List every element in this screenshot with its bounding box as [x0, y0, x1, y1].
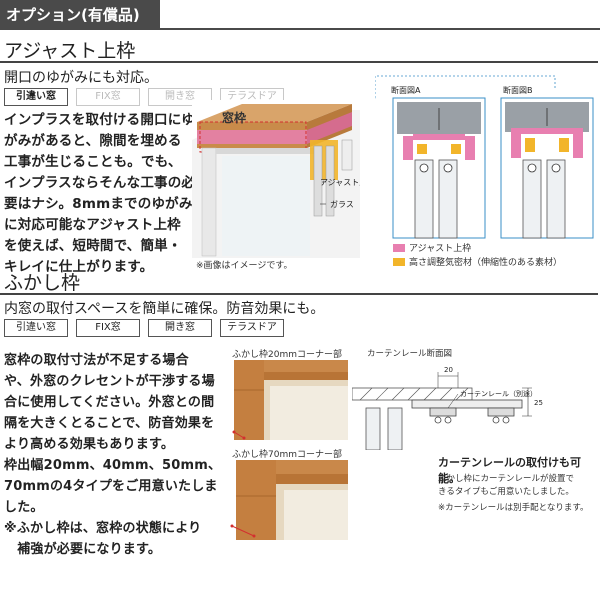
- options-header-title: オプション(有償品): [0, 0, 160, 30]
- adjust-body-line: に対応可能なアジャスト上枠: [4, 217, 181, 233]
- fukashi-window-type-tags: 引違い窓 FIX窓 開き窓 テラスドア: [4, 319, 284, 337]
- corner-70-caption: ふかし枠70mmコーナー部: [232, 450, 342, 460]
- legend-swatch-yellow: [393, 257, 405, 266]
- fukashi-section-rule: [0, 293, 598, 295]
- legend-adjust: アジャスト上枠: [393, 241, 471, 254]
- adjust-body-line: がみがあると、隙間を埋める: [4, 133, 182, 149]
- corner-20-caption: ふかし枠20mmコーナー部: [232, 350, 342, 360]
- adjust-frame-illustration: 窓枠 アジャスト上枠 ガラス: [192, 100, 360, 258]
- fukashi-tag-casement: 開き窓: [148, 319, 212, 337]
- fukashi-body-line: 枠出幅20mm、40mm、50mm、: [4, 458, 222, 473]
- corner-70-photo: [230, 460, 348, 540]
- adjust-tag-fix: FIX窓: [76, 88, 140, 106]
- curtain-rail-label: カーテンレール（別途）: [460, 389, 537, 398]
- fukashi-body-line: ※ふかし枠は、窓枠の状態により: [4, 521, 202, 536]
- fukashi-body-line: 窓枠の取付寸法が不足する場合: [4, 353, 189, 368]
- section-a-label: 断面図A: [391, 85, 421, 95]
- adjust-section-rule: [0, 61, 598, 63]
- fukashi-body-line: 補強が必要になります。: [4, 542, 162, 557]
- fukashi-body-line: 70mmの4タイプをご用意いたしま: [4, 479, 218, 494]
- dim-width: 20: [444, 366, 453, 374]
- header-divider: [0, 28, 600, 30]
- adjust-body-line: を使えば、短時間で、簡単・: [4, 238, 182, 254]
- curtain-rail-heading: カーテンレールの取付けも可能。: [438, 456, 581, 485]
- fukashi-body-line: や、外窓のクレセントが干渉する場: [4, 374, 215, 389]
- adjust-body-line: 工事が生じることも。でも、: [4, 154, 182, 170]
- legend-label: アジャスト上枠: [409, 244, 472, 254]
- options-header: オプション(有償品): [0, 0, 600, 30]
- adjust-section-title: アジャスト上枠: [4, 40, 136, 62]
- adjust-body-line: 要はナシ。8mmまでのゆがみ: [4, 196, 193, 212]
- fukashi-tag-terrace-door: テラスドア: [220, 319, 284, 337]
- fukashi-body-text: 窓枠の取付寸法が不足する場合 や、外窓のクレセントが干渉する場 合に使用してくだ…: [4, 350, 226, 560]
- corner-20-photo: [230, 360, 348, 440]
- curtain-rail-note: ※カーテンレールは別手配となります。: [438, 503, 589, 513]
- curtain-rail-title: カーテンレール断面図: [367, 349, 453, 359]
- fukashi-tag-sliding: 引違い窓: [4, 319, 68, 337]
- adjust-frame-label: アジャスト上枠: [320, 177, 360, 187]
- dim-height: 25: [534, 399, 543, 407]
- cross-section-diagrams: 断面図A 断面図B: [375, 75, 594, 239]
- section-b-diagram: [500, 97, 594, 239]
- legend-seal: 高さ調整気密材（伸縮性のある素材）: [393, 255, 562, 268]
- section-a-diagram: [392, 97, 486, 239]
- image-note: ※画像はイメージです。: [196, 261, 293, 271]
- legend-swatch-pink: [393, 243, 405, 252]
- adjust-tag-sliding: 引違い窓: [4, 88, 68, 106]
- adjust-body-line: キレイに仕上がります。: [4, 259, 154, 275]
- frame-label: 窓枠: [222, 110, 246, 125]
- adjust-body-line: インプラスを取付ける開口にゆ: [4, 112, 196, 128]
- curtain-rail-diagram: 20 25 カーテンレール（別途）: [352, 366, 543, 450]
- fukashi-body-line: 隔を大きくとることで、防音効果を: [4, 416, 215, 431]
- adjust-body-text: インプラスを取付ける開口にゆ がみがあると、隙間を埋める 工事が生じることも。で…: [4, 110, 200, 278]
- curtain-rail-desc-1: ふかし枠にカーテンレールが設置で: [438, 474, 575, 484]
- section-b-label: 断面図B: [503, 85, 533, 95]
- fukashi-section-title: ふかし枠: [4, 272, 81, 294]
- fukashi-body-line: した。: [4, 500, 44, 515]
- adjust-body-line: インプラスならそんな工事の必: [4, 175, 196, 191]
- curtain-rail-desc-2: きるタイプもご用意いたしました。: [438, 487, 574, 497]
- fukashi-body-line: 合に使用してください。外窓との間: [4, 395, 215, 410]
- fukashi-tag-fix: FIX窓: [76, 319, 140, 337]
- adjust-subtitle: 開口のゆがみにも対応。: [4, 70, 158, 86]
- fukashi-subtitle: 内窓の取付スペースを簡単に確保。防音効果にも。: [4, 301, 325, 317]
- legend-label: 高さ調整気密材（伸縮性のある素材）: [409, 258, 563, 268]
- glass-label: ガラス: [330, 199, 354, 209]
- fukashi-body-line: より高める効果もあります。: [4, 437, 175, 452]
